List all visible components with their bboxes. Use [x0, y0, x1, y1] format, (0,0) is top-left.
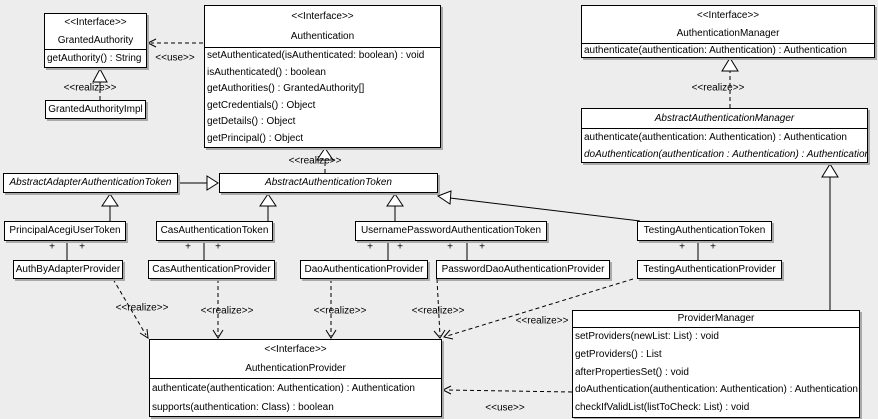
method-label: doAuthentication(authentication : Authen…: [584, 149, 867, 160]
class-name: AbstractAuthenticationToken: [265, 177, 392, 188]
generalization-cas-token: [259, 193, 277, 221]
realize-label: <<realize>>: [288, 155, 342, 167]
class-box-granted-authority-impl: GrantedAuthorityImpl: [45, 100, 146, 119]
association-plus-label: +: [79, 241, 85, 253]
association-lines: [66, 241, 699, 260]
association-plus-label: +: [397, 241, 403, 253]
class-name: AuthenticationManager: [676, 28, 780, 40]
class-box-testing-authentication-token: TestingAuthenticationToken: [637, 221, 772, 241]
method-label: authenticate(authentication: Authenticat…: [152, 383, 415, 394]
use-authentication-to-grantedauthority: [146, 38, 203, 48]
realize-testing-provider: [443, 278, 634, 340]
class-box-provider-manager: ProviderManager setProviders(newList: Li…: [572, 310, 860, 418]
stereotype-label: <<Interface>>: [696, 9, 760, 21]
class-name: PasswordDaoAuthenticationProvider: [441, 264, 605, 275]
method-label: setAuthenticated(isAuthenticated: boolea…: [207, 50, 425, 61]
class-box-authentication-manager: <<Interface>> AuthenticationManager auth…: [581, 5, 875, 58]
class-box-granted-authority: <<Interface>> GrantedAuthority getAuthor…: [44, 13, 147, 68]
class-box-authentication-provider: <<Interface>> AuthenticationProvider aut…: [149, 339, 442, 417]
class-name: TestingAuthenticationProvider: [643, 264, 776, 275]
realize-dao-provider: [325, 279, 337, 339]
class-box-abstract-adapter-authentication-token: AbstractAdapterAuthenticationToken: [3, 173, 178, 193]
class-name: AbstractAdapterAuthenticationToken: [9, 177, 172, 188]
association-plus-label: +: [710, 241, 716, 253]
method-label: checkIfValidList(listToCheck: List) : vo…: [575, 402, 750, 414]
realize-grantedauthorityimpl: [92, 67, 108, 100]
class-name: AuthenticationProvider: [245, 363, 346, 374]
class-name: TestingAuthenticationToken: [643, 225, 766, 236]
realize-label: <<realize>>: [691, 82, 745, 94]
realize-authbyadapter-provider: [112, 278, 149, 339]
realize-cas-provider: [212, 279, 224, 339]
class-box-abstract-authentication-token: AbstractAuthenticationToken: [219, 173, 438, 193]
method-label: getDetails() : Object: [207, 116, 296, 128]
method-label: authenticate(authentication: Authenticat…: [584, 132, 847, 143]
class-box-testing-authentication-provider: TestingAuthenticationProvider: [637, 260, 782, 279]
realize-label: <<realize>>: [200, 305, 254, 317]
class-box-abstract-authentication-manager: AbstractAuthenticationManager authentica…: [581, 108, 868, 163]
class-box-dao-authentication-provider: DaoAuthenticationProvider: [300, 260, 428, 279]
method-label: getCredentials() : Object: [207, 99, 316, 111]
stereotype-label: <<Interface>>: [264, 344, 327, 355]
class-name: CasAuthenticationProvider: [152, 264, 271, 275]
association-plus-label: +: [447, 241, 453, 253]
realize-abstract-manager-to-manager: [721, 57, 739, 108]
class-box-principal-acegi-user-token: PrincipalAcegiUserToken: [4, 221, 126, 241]
realize-label: <<realize>>: [411, 305, 465, 317]
class-name: PrincipalAcegiUserToken: [9, 225, 121, 236]
method-label: isAuthenticated() : boolean: [207, 66, 326, 78]
realize-passworddao-provider: [433, 278, 446, 339]
class-name: GrantedAuthorityImpl: [48, 104, 143, 115]
method-label: doAuthentication(authentication: Authent…: [575, 384, 858, 396]
realize-label: <<realize>>: [115, 302, 169, 314]
class-name: CasAuthenticationToken: [160, 225, 269, 236]
association-plus-label: +: [367, 241, 373, 253]
use-label: <<use>>: [485, 402, 525, 414]
class-box-authentication: <<Interface>> Authentication setAuthenti…: [204, 5, 441, 148]
class-name: ProviderManager: [573, 311, 859, 328]
realize-label: <<realize>>: [515, 315, 569, 327]
class-name: GrantedAuthority: [57, 34, 134, 46]
realize-label: <<realize>>: [313, 305, 367, 317]
association-plus-label: +: [679, 241, 685, 253]
generalization-adapter-token-to-abstract-token: [178, 175, 219, 191]
generalization-usernamepassword-token: [386, 193, 404, 221]
class-name: AbstractAuthenticationManager: [582, 109, 867, 129]
class-box-cas-authentication-provider: CasAuthenticationProvider: [148, 260, 275, 279]
use-label: <<use>>: [155, 52, 195, 64]
method-label: setProviders(newList: List) : void: [575, 331, 719, 342]
class-name: DaoAuthenticationProvider: [304, 264, 424, 275]
stereotype-label: <<Interface>>: [291, 10, 354, 22]
generalization-providermanager: [821, 163, 839, 310]
association-plus-label: +: [479, 241, 485, 253]
association-plus-label: +: [49, 241, 55, 253]
class-box-cas-authentication-token: CasAuthenticationToken: [156, 221, 273, 241]
stereotype-label: <<Interface>>: [64, 17, 127, 29]
realize-abstract-token-to-authentication: [316, 147, 334, 173]
method-label: afterPropertiesSet() : void: [575, 366, 689, 378]
generalization-testing-token: [436, 190, 641, 222]
method-label: getAuthority() : String: [47, 53, 142, 64]
generalization-principal-token: [101, 193, 119, 221]
realize-label: <<realize>>: [63, 82, 117, 94]
use-providermanager-to-authenticationprovider: [441, 385, 573, 395]
method-label: getAuthorities() : GrantedAuthority[]: [207, 83, 365, 95]
association-plus-label: +: [185, 241, 191, 253]
class-name: Authentication: [290, 31, 355, 43]
method-label: authenticate(authentication: Authenticat…: [584, 45, 847, 56]
class-name: UsernamePasswordAuthenticationToken: [360, 225, 542, 236]
class-name: AuthByAdapterProvider: [15, 264, 121, 275]
class-box-password-dao-authentication-provider: PasswordDaoAuthenticationProvider: [436, 260, 610, 279]
association-plus-label: +: [215, 241, 221, 253]
method-label: getProviders() : List: [575, 348, 662, 360]
class-box-auth-by-adapter-provider: AuthByAdapterProvider: [13, 260, 123, 279]
method-label: getPrincipal() : Object: [207, 132, 304, 144]
method-label: supports(authentication: Class) : boolea…: [152, 402, 334, 413]
class-box-username-password-authentication-token: UsernamePasswordAuthenticationToken: [355, 221, 547, 241]
